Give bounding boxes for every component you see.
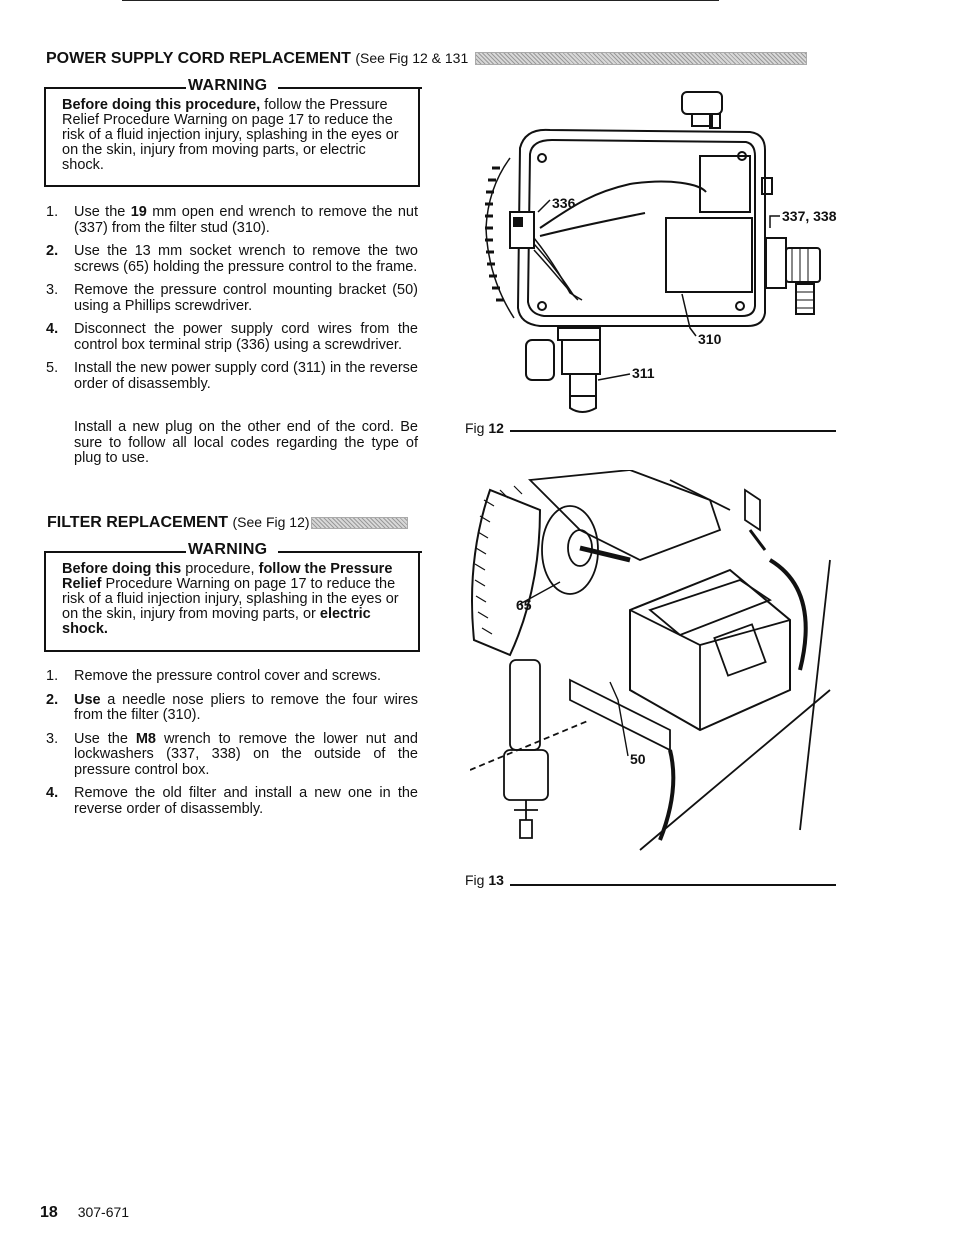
fig12-rule — [510, 430, 836, 432]
warning-body: follow the Pressure Relief Procedure War… — [62, 97, 399, 173]
step-text: Disconnect the power supply cord wires f… — [74, 321, 418, 353]
fig12-callout: 311 — [632, 365, 655, 381]
page-number: 18 — [40, 1204, 58, 1221]
fig13-tire — [471, 488, 542, 657]
step-item: 4. Remove the old filter and install a ne… — [46, 785, 418, 817]
fig12-knob — [681, 91, 723, 115]
fig-number: 13 — [488, 872, 504, 888]
step-item: 4. Disconnect the power supply cord wires… — [46, 321, 418, 353]
title-subtitle: (See Fig 12 & 131 — [355, 50, 469, 66]
warning-lead: Before doing this procedure, — [62, 97, 261, 113]
step-item: 2. Use a needle nose pliers to remove the… — [46, 691, 418, 724]
page-footer: 18 307-671 — [40, 1204, 129, 1222]
section-title-filter: FILTER REPLACEMENT (See Fig 12) — [47, 514, 408, 532]
warning-heading: WARNING — [186, 77, 270, 94]
fig12-illustration: 336 337, 338 310 311 — [485, 91, 837, 413]
step-text-strong: M8 — [135, 730, 156, 747]
fig13-rule — [510, 884, 836, 886]
warning-heading: WARNING — [186, 541, 270, 558]
step-item: 3. Remove the pressure control mounting b… — [46, 282, 418, 314]
step-text: Remove the pressure control cover and sc… — [74, 668, 382, 684]
step-text-strong: 19 — [130, 204, 147, 220]
warning-tail: electric shock. — [62, 606, 371, 637]
step-text-strong: Use — [74, 691, 101, 708]
step-text-pre: Use the — [74, 730, 136, 747]
warning-line-right — [278, 87, 422, 89]
title-subtitle: (See Fig 12) — [232, 514, 310, 530]
fig12-housing — [516, 128, 766, 327]
warning-line-left — [44, 551, 186, 553]
warning-mid: procedure, — [185, 561, 255, 577]
filter-steps: 1. Remove the pressure control cover and … — [46, 668, 418, 825]
warning-lead: Before doing this — [62, 561, 182, 577]
step-number: 4. — [46, 785, 59, 801]
title-hatch-bar — [310, 516, 408, 529]
warning-box-1: WARNING Before doing this procedure, fol… — [44, 78, 422, 187]
step-text: Install the new power supply cord (311) … — [74, 360, 418, 392]
plug-note: Install a new plug on the other end of t… — [74, 419, 418, 466]
fig-label: Fig — [465, 420, 485, 436]
section-title-power-cord: POWER SUPPLY CORD REPLACEMENT (See Fig 1… — [46, 50, 807, 68]
title-text: FILTER REPLACEMENT — [47, 514, 229, 531]
step-item: 1. Use the 19 mm open end wrench to remov… — [46, 204, 418, 236]
fig13-callout: 50 — [630, 751, 646, 767]
step-number: 2. — [46, 691, 59, 708]
fig13-callout: 65 — [516, 597, 532, 613]
step-number: 3. — [46, 730, 59, 747]
step-number: 4. — [46, 321, 59, 337]
step-item: 3. Use the M8 wrench to remove the lower … — [46, 730, 418, 779]
step-number: 1. — [46, 204, 59, 220]
fig13-control-box — [629, 568, 791, 732]
fig12-callout: 336 — [552, 195, 576, 211]
warning-body: Procedure Warning on page 17 to reduce t… — [62, 576, 399, 622]
title-hatch-bar — [474, 52, 807, 66]
fig-label: Fig — [465, 872, 485, 888]
fig12-callout: 337, 338 — [782, 208, 837, 224]
step-item: 5. Install the new power supply cord (311… — [46, 360, 418, 392]
step-number: 1. — [46, 668, 59, 684]
warning-line-right — [278, 551, 422, 553]
step-text-pre: Use the — [74, 204, 131, 220]
step-item: 2. Use the 13 mm socket wrench to remove … — [46, 243, 418, 275]
fig13-caption: Fig 13 — [465, 872, 504, 888]
step-text: mm open end wrench to remove the nut (33… — [74, 204, 418, 236]
fig12-caption: Fig 12 — [465, 420, 504, 436]
step-text: wrench to remove the lower nut and lockw… — [74, 730, 418, 778]
fig12-callout: 310 — [698, 331, 722, 347]
step-text: Use the 13 mm socket wrench to remove th… — [74, 243, 418, 275]
top-rule — [122, 0, 719, 1]
title-text: POWER SUPPLY CORD REPLACEMENT — [46, 50, 351, 67]
fig-number: 12 — [488, 420, 504, 436]
step-item: 1. Remove the pressure control cover and … — [46, 668, 418, 685]
warning-box-2: WARNING Before doing this procedure, fol… — [44, 542, 422, 652]
step-number: 5. — [46, 360, 59, 376]
warning-line-left — [44, 87, 186, 89]
step-number: 2. — [46, 243, 59, 259]
step-text: Remove the pressure control mounting bra… — [74, 282, 418, 314]
step-text: Remove the old filter and install a new … — [74, 785, 418, 817]
fig13-illustration: 65 50 — [470, 470, 831, 851]
document-number: 307-671 — [77, 1204, 130, 1220]
power-cord-steps: 1. Use the 19 mm open end wrench to remov… — [46, 204, 418, 400]
step-text: a needle nose pliers to remove the four … — [74, 691, 418, 723]
step-number: 3. — [46, 282, 59, 298]
warning-lead-2: follow the Pressure Relief — [62, 561, 393, 592]
